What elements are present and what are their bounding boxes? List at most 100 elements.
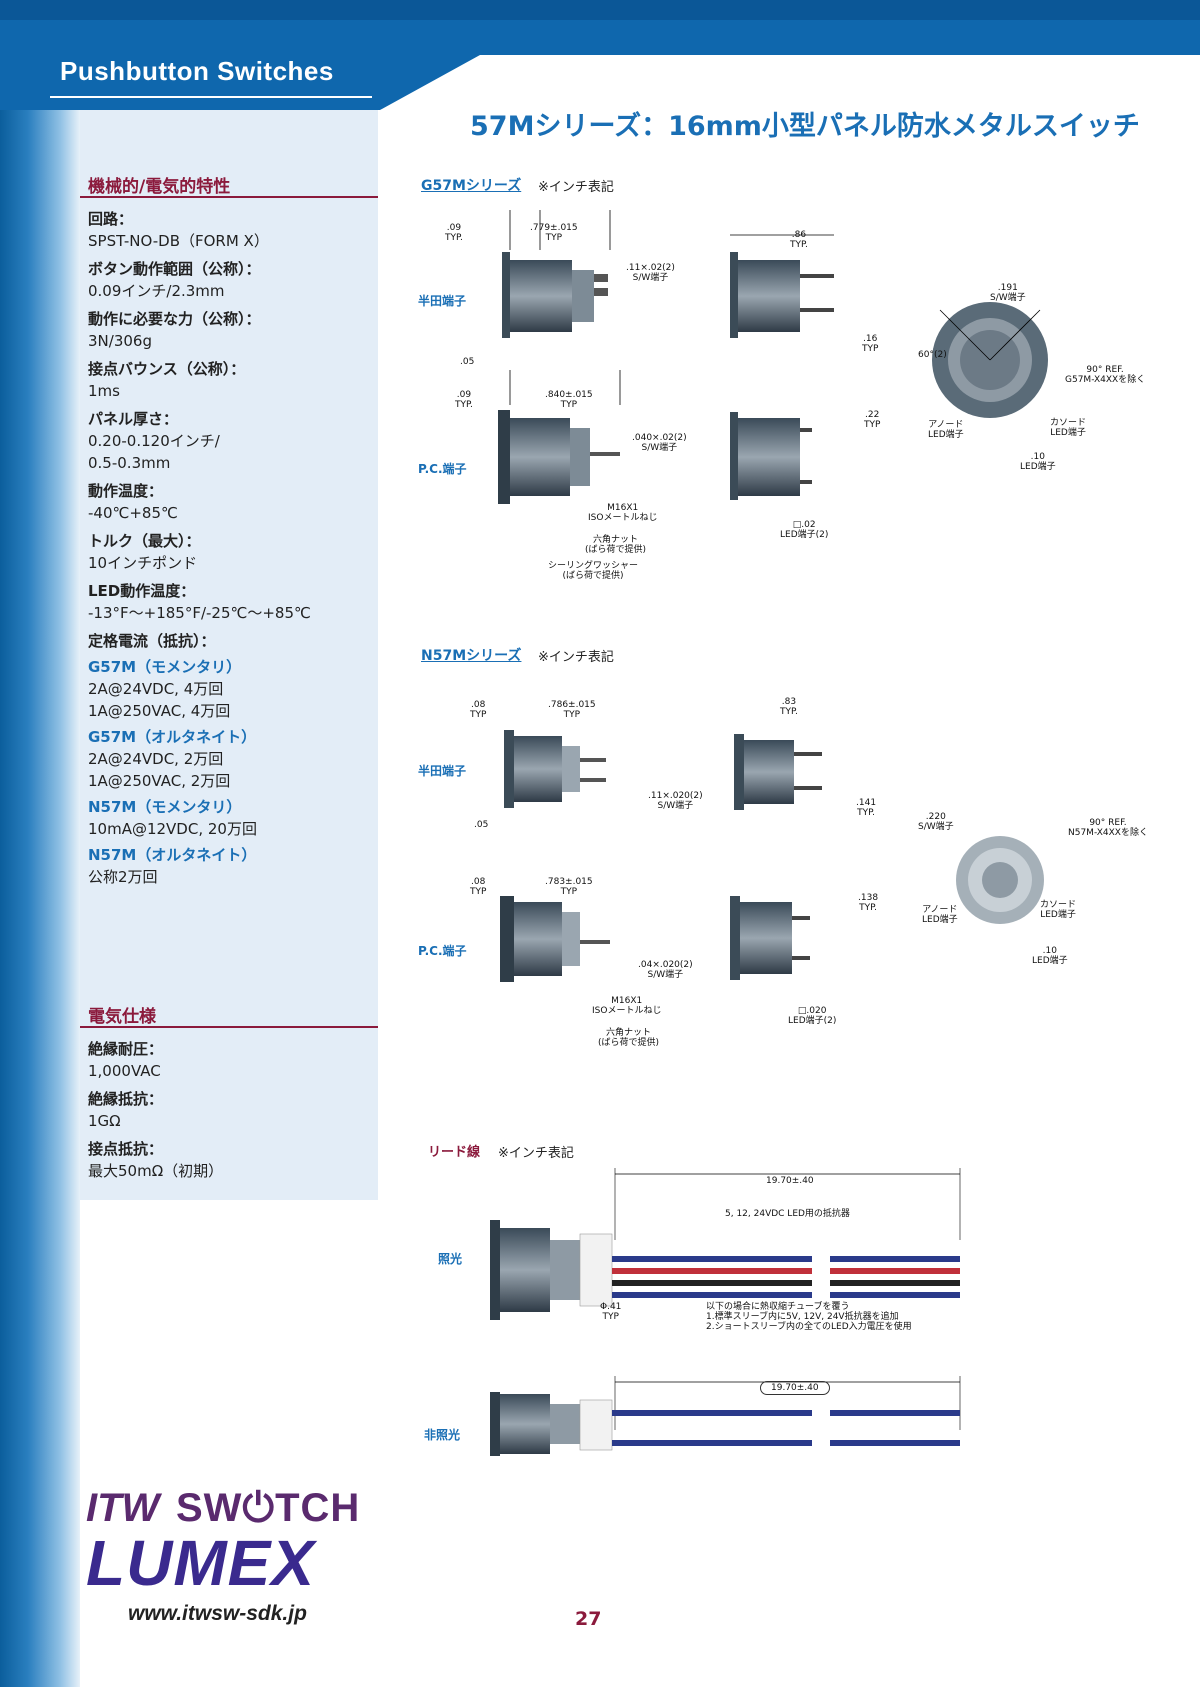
lumex-logo: LUMEX (86, 1527, 315, 1599)
g57m-solder-side-view (502, 210, 611, 338)
spec-value: 1,000VAC (88, 1062, 161, 1080)
dim-label: .10 LED端子 (1020, 452, 1056, 472)
spec-item: LED動作温度：-13°F～+185°F/-25℃～+85℃ (88, 580, 370, 624)
dim-label: 六角ナット (ばら荷で提供) (598, 1028, 660, 1048)
spec-label: 接点バウンス（公称）： (88, 360, 246, 378)
page-number: 27 (575, 1608, 602, 1630)
elec-spec-list: 絶縁耐圧： 1,000VAC 絶縁抵抗： 1GΩ 接点抵抗： 最大50mΩ（初期） (88, 1038, 370, 1182)
dim-label: シーリングワッシャー (ばら荷で提供) (548, 561, 639, 581)
g57m-drawings (498, 210, 1048, 504)
spec-item: 絶縁耐圧： 1,000VAC (88, 1038, 370, 1082)
spec-item: トルク（最大）：10インチポンド (88, 530, 370, 574)
g57m-note: ※インチ表記 (538, 180, 614, 195)
g57m-solder-front-view (730, 234, 834, 338)
n57m-pc-front-view (730, 896, 810, 980)
spec-value: 最大50mΩ（初期） (88, 1162, 224, 1180)
category-title: Pushbutton Switches (60, 56, 334, 86)
dim-label: .86 TYP. (790, 230, 808, 250)
lead-wire-drawings (490, 1168, 961, 1456)
lead-note: ※インチ表記 (498, 1146, 574, 1161)
spec-item: 絶縁抵抗： 1GΩ (88, 1088, 370, 1132)
lead-lit-label: 照光 (438, 1252, 463, 1266)
spec-label: 絶縁抵抗： (88, 1090, 164, 1108)
unlit-switch-with-leads (490, 1376, 961, 1456)
rating-item: N57M（オルタネイト）公称2万回 (88, 844, 370, 888)
mech-heading-rule (80, 196, 378, 198)
spec-item: 接点抵抗： 最大50mΩ（初期） (88, 1138, 370, 1182)
dim-label: .16 TYP (862, 334, 879, 354)
spec-item: 動作に必要な力（公称）： 3N/306g (88, 308, 370, 352)
lead-unlit-label: 非照光 (424, 1428, 461, 1442)
spec-value: 1ms (88, 382, 120, 400)
dim-label: M16X1 ISOメートルねじ (592, 996, 662, 1016)
dim-label: .141 TYP. (856, 798, 877, 818)
elec-heading: 電気仕様 (88, 1007, 156, 1027)
spec-panel (80, 110, 378, 1200)
spec-item: パネル厚さ：0.20-0.120インチ/0.5-0.3mm (88, 408, 370, 474)
dim-label: 5, 12, 24VDC LED用の抵抗器 (725, 1209, 850, 1219)
mech-spec-list: 回路：SPST-NO-DB（FORM X） ボタン動作範囲（公称）：0.09イン… (88, 208, 370, 888)
g57m-end-view (932, 302, 1048, 418)
dim-label: 90° REF. N57M-X4XXを除く (1068, 818, 1148, 838)
dim-label: 19.70±.40 (766, 1176, 814, 1186)
dim-label: .138 TYP. (858, 893, 879, 913)
dim-label: M16X1 ISOメートルねじ (588, 503, 658, 523)
dim-label: .191 S/W端子 (990, 283, 1026, 303)
dim-label: 以下の場合に熱収縮チューブを覆う 1.標準スリーブ内に5V, 12V, 24V抵… (706, 1302, 912, 1332)
lead-heading: リード線 (428, 1145, 481, 1160)
spec-label: 絶縁耐圧： (88, 1040, 164, 1058)
rating-line: 10mA@12VDC, 20万回 (88, 820, 257, 838)
n57m-series-label: N57Mシリーズ (421, 648, 522, 664)
n57m-pc-label: P.C.端子 (418, 944, 467, 958)
rating-line: 2A@24VDC, 2万回 (88, 750, 224, 768)
rating-line: 公称2万回 (88, 868, 158, 886)
dim-label: カソード LED端子 (1040, 900, 1077, 920)
spec-item: 定格電流（抵抗）： (88, 630, 370, 652)
g57m-series-label: G57Mシリーズ (421, 178, 522, 194)
itw-logo: ITW (86, 1486, 160, 1530)
website-link[interactable]: www.itwsw-sdk.jp (128, 1602, 307, 1625)
dim-label: 19.70±.40 (760, 1381, 830, 1395)
n57m-drawings (500, 730, 1044, 982)
dim-label: .10 LED端子 (1032, 946, 1068, 966)
dim-label: Φ.41 TYP (600, 1302, 622, 1322)
rating-name: G57M（オルタネイト） (88, 728, 257, 746)
dim-label: 六角ナット (ばら荷で提供) (585, 535, 647, 555)
dim-label: .09 TYP. (455, 390, 473, 410)
spec-label: 接点抵抗： (88, 1140, 164, 1158)
dim-label: 90° REF. G57M-X4XXを除く (1065, 365, 1146, 385)
spec-label: 定格電流（抵抗）： (88, 632, 216, 650)
dim-label: .05 (460, 357, 475, 367)
dim-label: .779±.015 TYP (530, 223, 578, 243)
n57m-note: ※インチ表記 (538, 650, 614, 665)
spec-value: 10インチポンド (88, 554, 198, 572)
dim-label: .22 TYP (864, 410, 881, 430)
spec-label: 動作に必要な力（公称）： (88, 310, 261, 328)
spec-value: 0.20-0.120インチ/ (88, 432, 220, 450)
rating-name: G57M（モメンタリ） (88, 658, 242, 676)
dim-label: .11×.020(2) S/W端子 (648, 791, 703, 811)
spec-label: 回路： (88, 210, 134, 228)
dim-label: .04×.020(2) S/W端子 (638, 960, 693, 980)
rating-name: N57M（モメンタリ） (88, 798, 242, 816)
n57m-pc-side-view (500, 896, 610, 982)
spec-value: -40℃+85℃ (88, 504, 178, 522)
header-band (0, 0, 1200, 110)
dim-label: .840±.015 TYP (545, 390, 593, 410)
dim-label: .786±.015 TYP (548, 700, 596, 720)
dim-label: □.02 LED端子(2) (780, 520, 829, 540)
dim-label: .040×.02(2) S/W端子 (632, 433, 687, 453)
dim-label: 60°(2) (918, 350, 947, 360)
n57m-solder-label: 半田端子 (418, 764, 467, 778)
dim-label: .783±.015 TYP (545, 877, 593, 897)
g57m-pc-side-view (498, 370, 621, 504)
spec-label: ボタン動作範囲（公称）： (88, 260, 261, 278)
spec-value: 1GΩ (88, 1112, 121, 1130)
spec-value: 3N/306g (88, 332, 152, 350)
g57m-pc-label: P.C.端子 (418, 462, 467, 476)
dim-label: アノード LED端子 (922, 905, 958, 925)
dim-label: .09 TYP. (445, 223, 463, 243)
dim-label: □.020 LED端子(2) (788, 1006, 837, 1026)
spec-value: SPST-NO-DB（FORM X） (88, 232, 269, 250)
